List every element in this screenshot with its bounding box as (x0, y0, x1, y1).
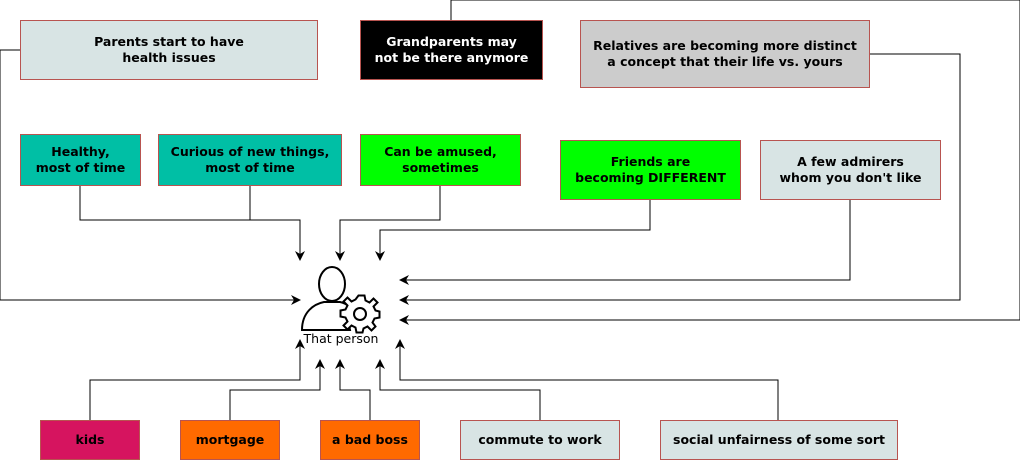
connector-relatives (399, 53, 961, 305)
box-commute[interactable]: commute to work (460, 420, 620, 460)
box-unfairness[interactable]: social unfairness of some sort (660, 420, 898, 460)
box-kids[interactable]: kids (40, 420, 140, 460)
connector-friends (375, 200, 651, 261)
box-grandparents[interactable]: Grandparents may not be there anymore (360, 20, 543, 80)
connector-admirers (399, 200, 851, 285)
person-label: That person (303, 331, 379, 346)
connector-parents (0, 49, 301, 305)
connector-healthy (79, 186, 305, 261)
connector-amused (335, 186, 441, 261)
connector-boss (335, 359, 371, 420)
connector-mortgage (229, 359, 325, 420)
connector-commute (375, 359, 541, 420)
box-amused[interactable]: Can be amused, sometimes (360, 134, 521, 186)
connector-grandparents (399, 0, 1020, 325)
box-healthy[interactable]: Healthy, most of time (20, 134, 141, 186)
box-relatives[interactable]: Relatives are becoming more distinct a c… (580, 20, 870, 88)
person-gear-icon (296, 262, 386, 352)
connector-kids (89, 339, 305, 420)
box-friends[interactable]: Friends are becoming DIFFERENT (560, 140, 741, 200)
connector-unfairness (395, 339, 779, 420)
box-bad-boss[interactable]: a bad boss (320, 420, 420, 460)
box-mortgage[interactable]: mortgage (180, 420, 280, 460)
box-parents-health[interactable]: Parents start to have health issues (20, 20, 318, 80)
box-curious[interactable]: Curious of new things, most of time (158, 134, 342, 186)
box-admirers[interactable]: A few admirers whom you don't like (760, 140, 941, 200)
